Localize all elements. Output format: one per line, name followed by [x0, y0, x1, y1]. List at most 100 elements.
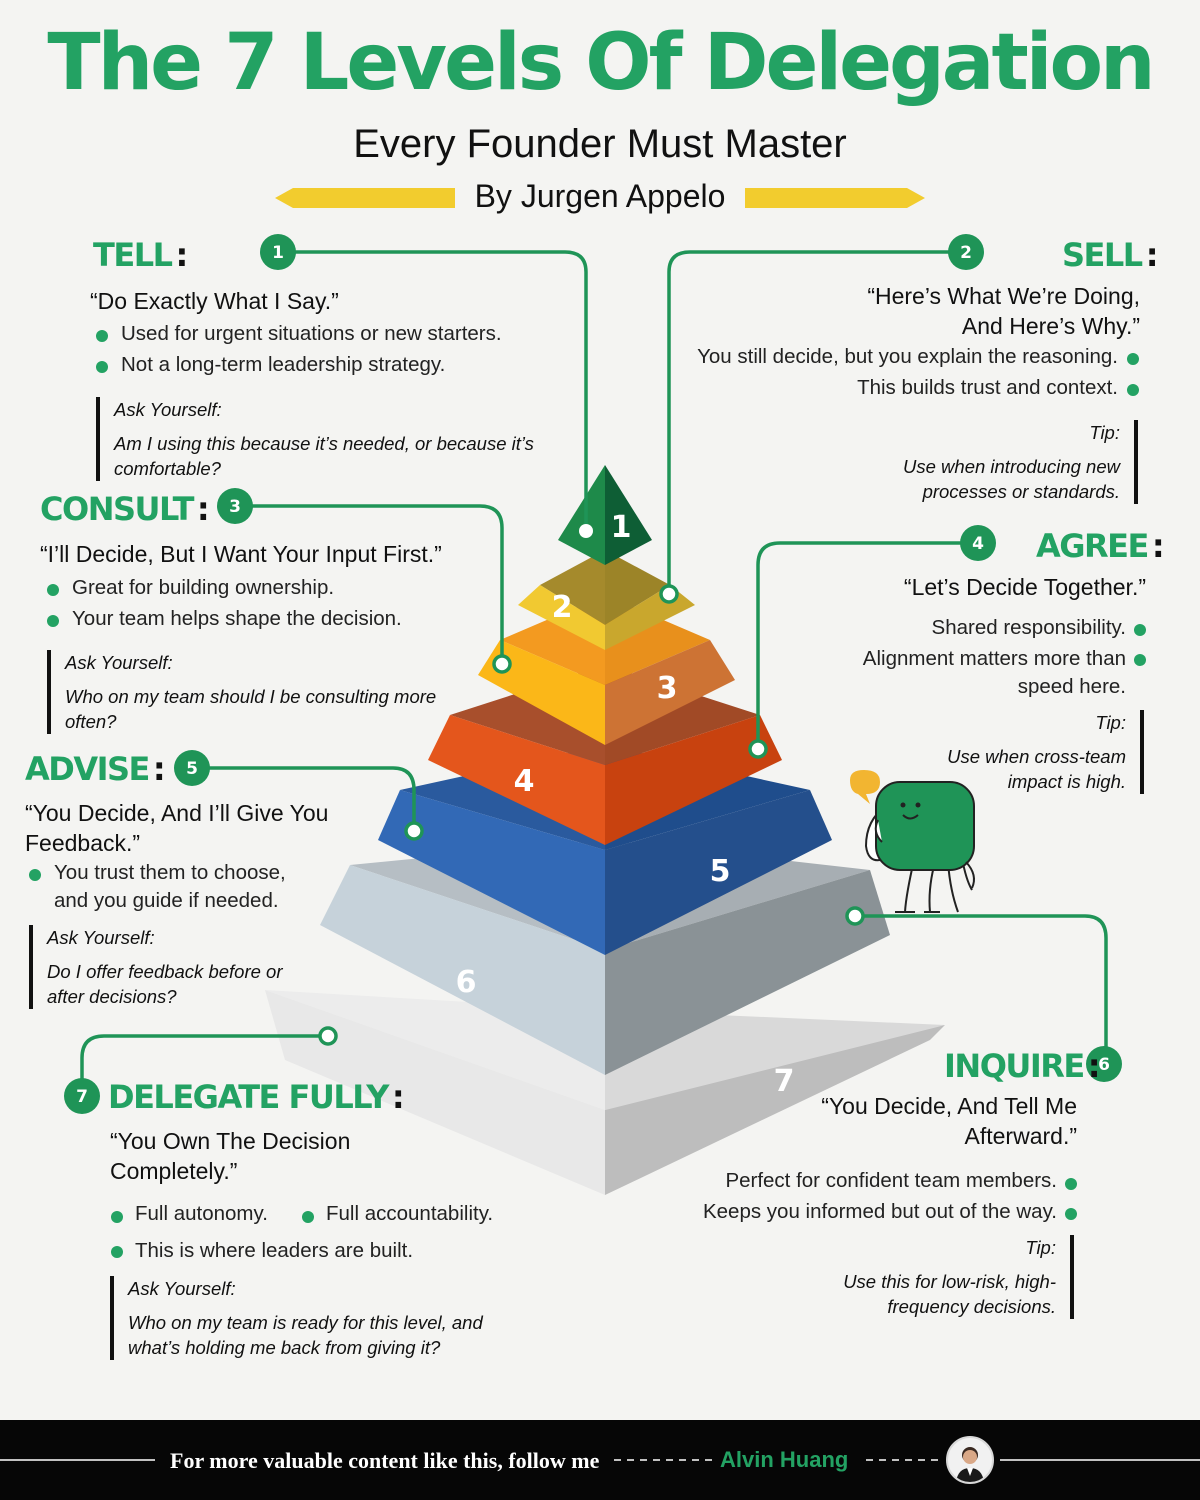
- prompt-text: Who on my team is ready for this level, …: [128, 1312, 483, 1358]
- anchor-3: [492, 654, 512, 674]
- badge-6: 6: [1098, 1055, 1110, 1075]
- level-heading-advise: ADVISE:: [25, 750, 166, 788]
- connector-6: [855, 914, 1108, 1062]
- quote-delegate: “You Own The Decision Completely.”: [110, 1128, 351, 1184]
- bullet-dot: [47, 584, 59, 596]
- bullet-delegate-3: This is where leaders are built.: [135, 1239, 414, 1262]
- pyramid-label-3: 3: [657, 671, 678, 706]
- anchor-1: [579, 524, 593, 538]
- pyramid-label-6: 6: [456, 965, 477, 1000]
- prompt-box-advise: Ask Yourself: Do I offer feedback before…: [29, 925, 307, 1009]
- pyramid-label-1: 1: [611, 510, 632, 545]
- badge-2: 2: [960, 243, 972, 263]
- prompt-label: Ask Yourself:: [65, 652, 173, 673]
- badge-7: 7: [76, 1087, 88, 1107]
- author-line: By Jurgen Appelo: [474, 178, 726, 214]
- prompt-label: Tip:: [1025, 1237, 1056, 1258]
- connector-7: [80, 1034, 328, 1096]
- bullet-dot: [1065, 1178, 1077, 1190]
- bullet-dot: [111, 1246, 123, 1258]
- bullet-advise-1: You trust them to choose, and you guide …: [54, 861, 286, 912]
- ribbon-right: [745, 188, 925, 208]
- avatar[interactable]: [946, 1436, 994, 1484]
- bullet-dot: [1065, 1208, 1077, 1220]
- bullet-agree-1: Shared responsibility.: [931, 616, 1126, 639]
- bullet-sell-2: This builds trust and context.: [857, 376, 1118, 399]
- prompt-box-consult: Ask Yourself: Who on my team should I be…: [47, 650, 445, 734]
- prompt-text: Am I using this because it’s needed, or …: [114, 433, 534, 479]
- level-heading-sell: SELL:: [1062, 236, 1159, 274]
- prompt-box-tell: Ask Yourself: Am I using this because it…: [96, 397, 554, 481]
- level-heading-tell: TELL:: [93, 236, 188, 274]
- anchor-2: [659, 584, 679, 604]
- pyramid-label-5: 5: [710, 854, 731, 889]
- bullet-dot: [29, 869, 41, 881]
- ribbon-left: [275, 188, 455, 208]
- connector-4: [756, 541, 978, 749]
- prompt-text: Use when cross-team impact is high.: [947, 746, 1126, 792]
- bullet-dot: [302, 1211, 314, 1223]
- bullet-delegate-1: Full autonomy.: [135, 1202, 268, 1225]
- quote-inquire: “You Decide, And Tell Me Afterward.”: [821, 1093, 1077, 1149]
- prompt-box-inquire: Tip: Use this for low-risk, high-frequen…: [800, 1235, 1074, 1319]
- page-subtitle: Every Founder Must Master: [353, 122, 847, 166]
- bullet-tell-2: Not a long-term leadership strategy.: [121, 353, 446, 376]
- prompt-box-agree: Tip: Use when cross-team impact is high.: [900, 710, 1144, 794]
- quote-sell: “Here’s What We’re Doing, And Here’s Why…: [867, 283, 1140, 339]
- anchor-5: [404, 821, 424, 841]
- prompt-label: Ask Yourself:: [114, 399, 222, 420]
- footer-lines: [0, 1459, 1200, 1461]
- bullet-sell-1: You still decide, but you explain the re…: [697, 345, 1118, 368]
- connector-2: [667, 250, 966, 594]
- bullet-delegate-2: Full accountability.: [326, 1202, 494, 1225]
- bullet-dot: [1127, 353, 1139, 365]
- quote-advise: “You Decide, And I’ll Give You Feedback.…: [25, 800, 329, 856]
- bullet-inquire-2: Keeps you informed but out of the way.: [702, 1200, 1057, 1223]
- anchor-7: [318, 1026, 338, 1046]
- pyramid-label-4: 4: [514, 764, 535, 799]
- prompt-label: Ask Yourself:: [128, 1278, 236, 1299]
- bullet-agree-2: Alignment matters more than speed here.: [862, 647, 1126, 698]
- badge-1: 1: [272, 243, 284, 263]
- pyramid-level-1: [558, 465, 652, 565]
- page-title: The 7 Levels Of Delegation: [47, 18, 1155, 108]
- anchor-4: [748, 739, 768, 759]
- prompt-text: Do I offer feedback before or after deci…: [47, 961, 283, 1007]
- badge-group: [64, 234, 1122, 1114]
- quote-consult: “I’ll Decide, But I Want Your Input Firs…: [40, 541, 442, 567]
- prompt-label: Tip:: [1095, 712, 1126, 733]
- pyramid-label-7: 7: [774, 1064, 795, 1099]
- bullet-consult-2: Your team helps shape the decision.: [72, 607, 402, 630]
- quote-agree: “Let’s Decide Together.”: [903, 574, 1146, 600]
- level-heading-delegate: DELEGATE FULLY:: [108, 1078, 405, 1116]
- connector-3: [235, 504, 504, 664]
- bullet-consult-1: Great for building ownership.: [72, 576, 335, 599]
- pyramid-diagram: 1 2 3 4 5 6 7 1 2 3 4: [64, 234, 1122, 1195]
- prompt-text: Who on my team should I be consulting mo…: [65, 686, 437, 732]
- prompt-box-delegate: Ask Yourself: Who on my team is ready fo…: [110, 1276, 528, 1360]
- bullet-dot: [1134, 654, 1146, 666]
- prompt-label: Ask Yourself:: [47, 927, 155, 948]
- bullet-dot: [47, 615, 59, 627]
- footer-text: For more valuable content like this, fol…: [170, 1448, 600, 1473]
- connector-1: [278, 250, 588, 528]
- anchor-6: [845, 906, 865, 926]
- level-heading-agree: AGREE:: [1036, 527, 1165, 565]
- bullet-dot: [1127, 384, 1139, 396]
- pyramid-label-2: 2: [552, 590, 573, 625]
- badge-3: 3: [229, 497, 241, 517]
- badge-5: 5: [186, 759, 198, 779]
- prompt-text: Use when introducing new processes or st…: [903, 456, 1120, 502]
- prompt-box-sell: Tip: Use when introducing new processes …: [850, 420, 1138, 504]
- bullet-inquire-1: Perfect for confident team members.: [725, 1169, 1057, 1192]
- connector-5: [192, 766, 416, 831]
- prompt-text: Use this for low-risk, high-frequency de…: [843, 1271, 1056, 1317]
- level-heading-inquire: INQUIRE:: [944, 1047, 1101, 1085]
- avatar-icon: [956, 1447, 984, 1482]
- bullet-dot: [111, 1211, 123, 1223]
- badge-4: 4: [972, 534, 984, 554]
- prompt-label: Tip:: [1089, 422, 1120, 443]
- bullet-dot: [1134, 624, 1146, 636]
- quote-tell: “Do Exactly What I Say.”: [90, 288, 339, 314]
- footer-author-link[interactable]: Alvin Huang: [720, 1447, 849, 1472]
